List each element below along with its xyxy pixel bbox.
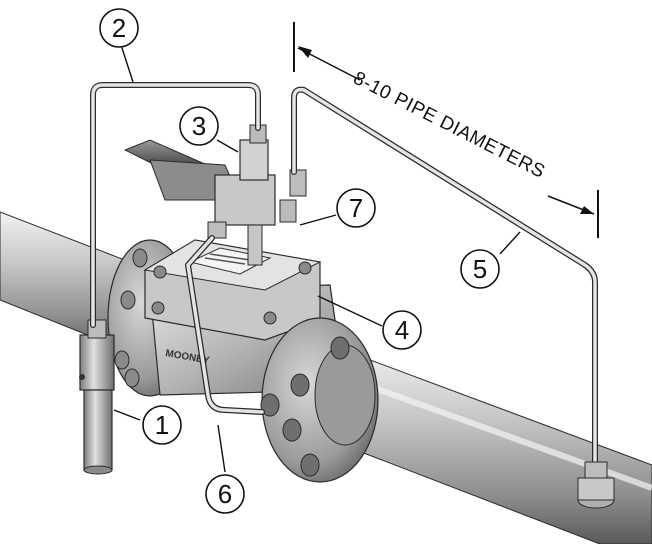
callout-5: 5	[460, 249, 500, 289]
svg-text:1: 1	[155, 410, 169, 440]
callout-2: 2	[99, 8, 139, 48]
pilot-assembly	[123, 124, 307, 266]
callout-1: 1	[142, 405, 182, 445]
leader-2	[121, 47, 134, 83]
svg-text:3: 3	[192, 111, 206, 141]
dimension-label: 8-10 PIPE DIAMETERS	[350, 68, 549, 183]
callout-6: 6	[205, 474, 245, 514]
leader-7	[299, 214, 337, 226]
svg-text:6: 6	[218, 479, 232, 509]
callout-3: 3	[179, 106, 219, 146]
downstream-pipe	[329, 344, 652, 544]
leader-6	[217, 424, 226, 473]
svg-text:2: 2	[112, 13, 126, 43]
downstream-tap	[577, 461, 615, 509]
svg-text:4: 4	[395, 315, 409, 345]
downstream-flange	[260, 317, 379, 483]
pilot-tubing	[90, 82, 598, 473]
leader-1	[113, 409, 141, 421]
svg-text:5: 5	[473, 254, 487, 284]
leader-lines	[113, 47, 521, 473]
svg-text:7: 7	[349, 193, 363, 223]
inlet-strainer-assembly	[79, 319, 115, 475]
leader-4	[317, 295, 383, 327]
leader-3	[216, 139, 239, 153]
callouts: 1 2 3 4 5 6 7	[99, 8, 500, 514]
callout-4: 4	[382, 310, 422, 350]
leader-5	[499, 231, 521, 255]
callout-7: 7	[336, 188, 376, 228]
